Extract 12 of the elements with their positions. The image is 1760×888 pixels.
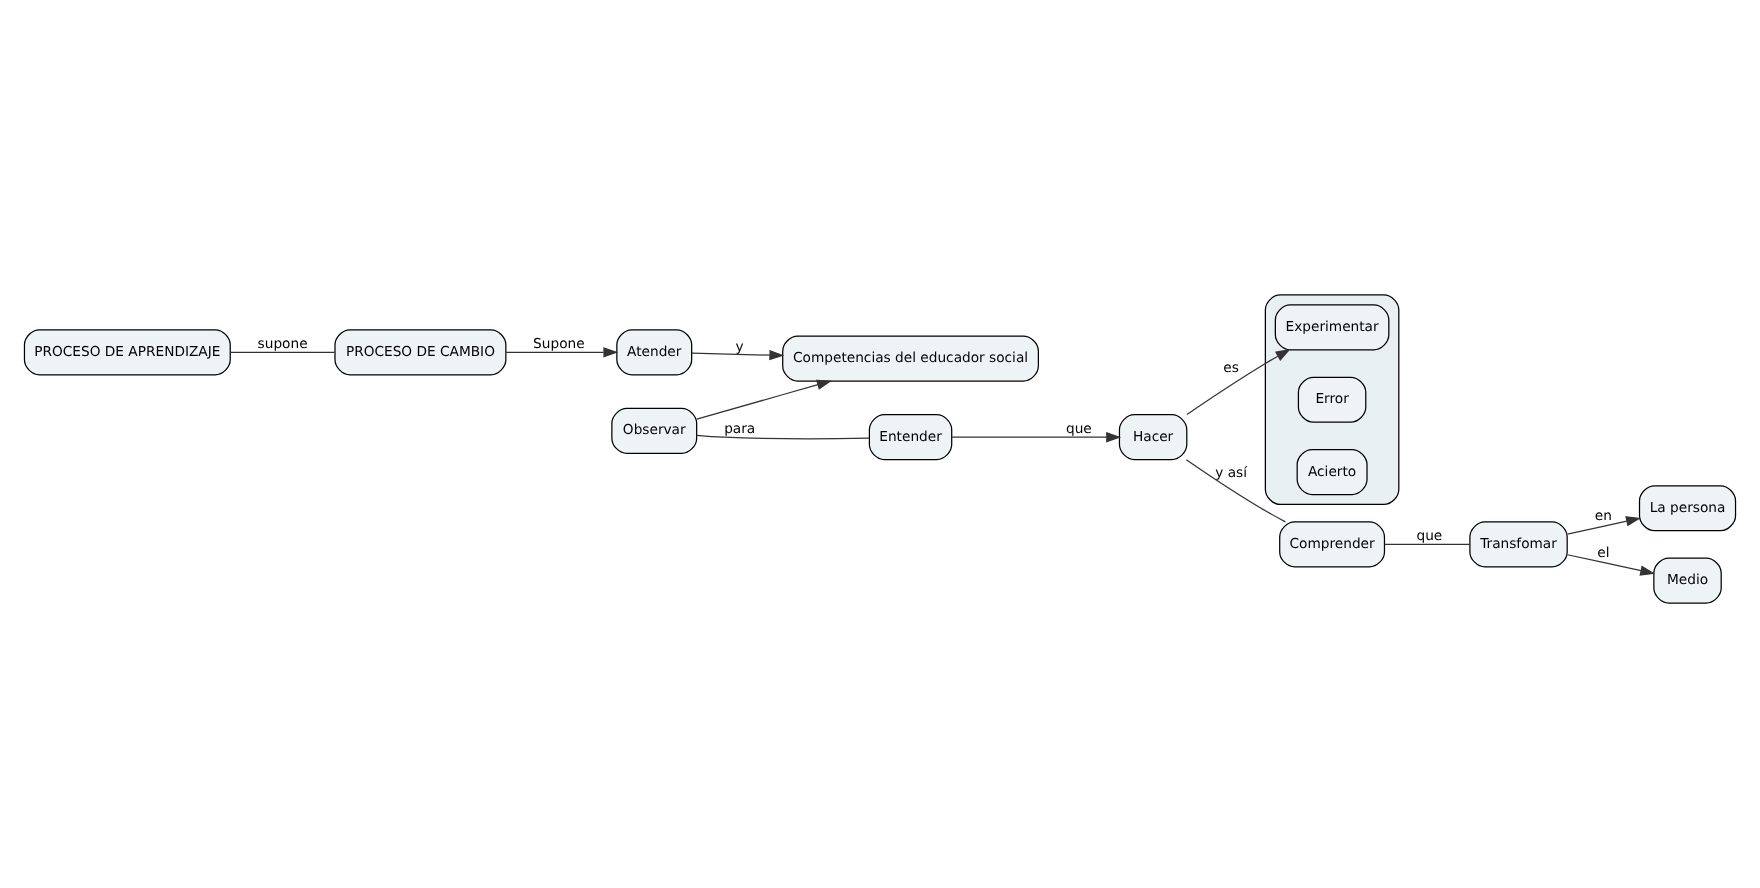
arrow <box>951 431 1122 443</box>
cluster <box>1264 294 1400 506</box>
arrow <box>1566 516 1641 535</box>
arrow <box>696 379 832 420</box>
arrow <box>691 349 785 361</box>
arrow <box>1186 348 1291 416</box>
connector <box>1185 459 1287 523</box>
connector <box>696 434 870 440</box>
arrow <box>1566 554 1656 576</box>
arrow <box>505 347 619 358</box>
connector <box>1383 543 1471 546</box>
connector <box>230 351 336 353</box>
